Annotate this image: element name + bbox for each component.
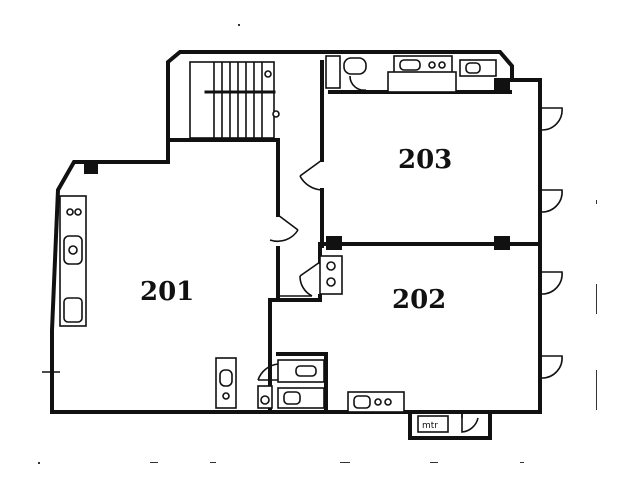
meter-box: mtr <box>417 415 449 433</box>
door-swing-icon <box>461 412 479 433</box>
door-swing-icon <box>540 189 563 213</box>
toilet-icon <box>257 385 273 409</box>
room-label-202: 202 <box>392 285 446 315</box>
columns <box>84 78 510 250</box>
door-swing-icon <box>257 363 280 381</box>
kitchen-counter <box>59 195 87 327</box>
stove-icon <box>319 255 343 295</box>
sink-icon <box>277 387 325 409</box>
door-swing-icon <box>540 107 563 131</box>
interior-walls <box>166 60 542 414</box>
sink-icon <box>393 55 453 75</box>
column-icon <box>326 236 342 250</box>
door-swing-icon <box>269 214 299 243</box>
column-icon <box>494 78 510 94</box>
room-labels: 201 202 203 <box>140 145 452 315</box>
sink-icon <box>215 357 237 409</box>
doors <box>257 107 563 433</box>
sink-icon <box>459 59 497 77</box>
meter-label: mtr <box>422 421 438 431</box>
fixtures: mtr <box>59 55 497 433</box>
door-swing-icon <box>278 261 321 297</box>
door-swing-icon <box>299 159 323 191</box>
sink-icon <box>347 391 405 413</box>
column-icon <box>494 236 510 250</box>
room-label-201: 201 <box>140 277 194 307</box>
door-swing-icon <box>540 355 563 379</box>
bath-fixture <box>277 359 325 383</box>
room-label-203: 203 <box>398 145 452 175</box>
column-icon <box>84 162 98 174</box>
stair-icon <box>189 61 280 139</box>
toilet-icon <box>325 55 367 89</box>
scan-noise <box>38 24 597 464</box>
door-swing-icon <box>540 271 563 295</box>
